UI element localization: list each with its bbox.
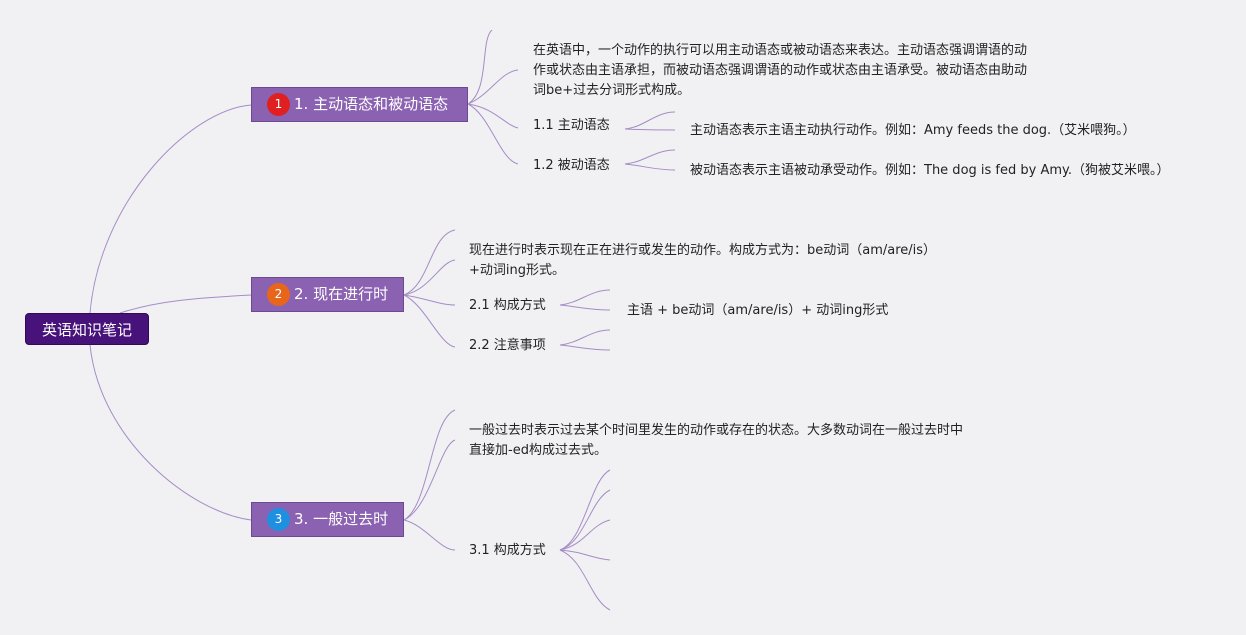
subtopic-1-1-detail: 主动语态表示主语主动执行动作。例如：Amy feeds the dog.（艾米喂… — [690, 123, 1136, 138]
branch-node-1[interactable]: 1 1. 主动语态和被动语态 — [251, 87, 468, 122]
number-badge-icon: 3 — [267, 508, 290, 531]
link-b3-31 — [403, 519, 456, 551]
branch-node-2[interactable]: 2 2. 现在进行时 — [251, 277, 404, 312]
link-21-b — [559, 304, 611, 311]
link-11-a — [624, 111, 676, 130]
link-root-branch-3 — [89, 344, 252, 521]
link-12-a — [624, 149, 676, 165]
branch-label: 3. 一般过去时 — [294, 510, 389, 528]
link-b1-desc-top — [467, 29, 493, 105]
link-b2-21 — [403, 294, 456, 306]
link-22-a — [559, 329, 611, 346]
link-22-b — [559, 344, 611, 351]
link-b3-desc-mid — [403, 439, 456, 521]
branch-2-description: 现在进行时表示现在正在进行或发生的动作。构成方式为：be动词（am/are/is… — [469, 243, 937, 278]
link-b2-desc-mid — [403, 259, 456, 296]
link-21-a — [559, 289, 611, 306]
link-root-branch-1 — [89, 104, 252, 314]
link-b1-12 — [467, 103, 519, 165]
link-11-b — [624, 128, 676, 131]
link-31-d — [559, 549, 611, 561]
link-b2-22 — [403, 294, 456, 348]
branch-label: 2. 现在进行时 — [294, 285, 389, 303]
number-badge-icon: 1 — [267, 93, 290, 116]
branch-1-description: 在英语中，一个动作的执行可以用主动语态或被动语态来表达。主动语态强调谓语的动作或… — [533, 43, 1028, 98]
link-root-branch-2 — [119, 294, 252, 314]
subtopic-3-1[interactable]: 3.1 构成方式 — [469, 543, 546, 558]
subtopic-1-1[interactable]: 1.1 主动语态 — [533, 118, 610, 133]
subtopic-2-2[interactable]: 2.2 注意事项 — [469, 338, 546, 353]
branch-node-3[interactable]: 3 3. 一般过去时 — [251, 502, 404, 537]
link-12-b — [624, 163, 676, 171]
branch-3-description: 一般过去时表示过去某个时间里发生的动作或存在的状态。大多数动词在一般过去时中直接… — [469, 423, 964, 458]
link-31-c — [559, 519, 611, 551]
root-label: 英语知识笔记 — [41, 321, 132, 339]
link-b1-desc-mid — [467, 69, 519, 105]
link-31-b — [559, 489, 611, 551]
link-b1-11 — [467, 103, 519, 129]
link-b3-desc-top — [403, 409, 456, 521]
number-badge-icon: 2 — [267, 283, 290, 306]
link-31-a — [559, 469, 611, 551]
subtopic-2-1[interactable]: 2.1 构成方式 — [469, 298, 546, 313]
subtopic-1-2[interactable]: 1.2 被动语态 — [533, 158, 610, 173]
subtopic-2-1-detail: 主语 + be动词（am/are/is）+ 动词ing形式 — [627, 303, 889, 318]
branch-label: 1. 主动语态和被动语态 — [294, 95, 449, 113]
root-node[interactable]: 英语知识笔记 — [25, 313, 149, 345]
link-31-e — [559, 549, 611, 611]
subtopic-1-2-detail: 被动语态表示主语被动承受动作。例如：The dog is fed by Amy.… — [690, 163, 1170, 178]
link-b2-desc-top — [403, 229, 456, 296]
